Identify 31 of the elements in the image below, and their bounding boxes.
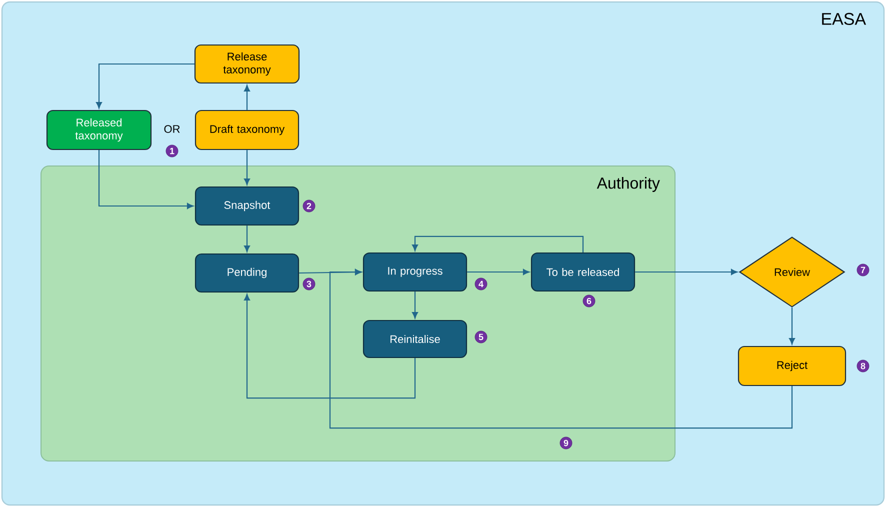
callout-number: 6 — [582, 294, 596, 308]
arrow — [412, 292, 418, 319]
process-box: Reinitalise — [362, 320, 468, 358]
arrow — [329, 269, 793, 429]
arrow — [244, 226, 250, 252]
or-label: OR — [164, 125, 180, 133]
callout-number: 9 — [560, 436, 572, 450]
arrow — [244, 84, 250, 110]
process-box: To be released — [530, 252, 636, 292]
process-box: Pending — [194, 253, 300, 293]
callout-number: 3 — [302, 278, 316, 290]
arrow — [789, 308, 796, 345]
process-box: Released taxonomy — [46, 110, 152, 150]
callout-number: 1 — [166, 144, 178, 158]
arrow — [244, 294, 416, 399]
process-box: Reject — [738, 346, 846, 386]
arrow — [96, 63, 194, 109]
callout-number: 7 — [856, 264, 870, 276]
process-box: Draft taxonomy — [194, 110, 300, 150]
arrow — [467, 269, 530, 276]
process-box: Release taxonomy — [194, 44, 300, 84]
arrow — [244, 150, 250, 186]
arrow — [412, 236, 584, 252]
arrow — [98, 150, 194, 210]
callout-number: 8 — [856, 360, 870, 372]
process-box: In progress — [362, 252, 468, 292]
callout-number: 4 — [474, 278, 488, 290]
callout-number: 2 — [302, 200, 316, 212]
arrow — [635, 269, 738, 276]
callout-number: 5 — [474, 330, 488, 344]
process-box: Snapshot — [194, 186, 300, 226]
